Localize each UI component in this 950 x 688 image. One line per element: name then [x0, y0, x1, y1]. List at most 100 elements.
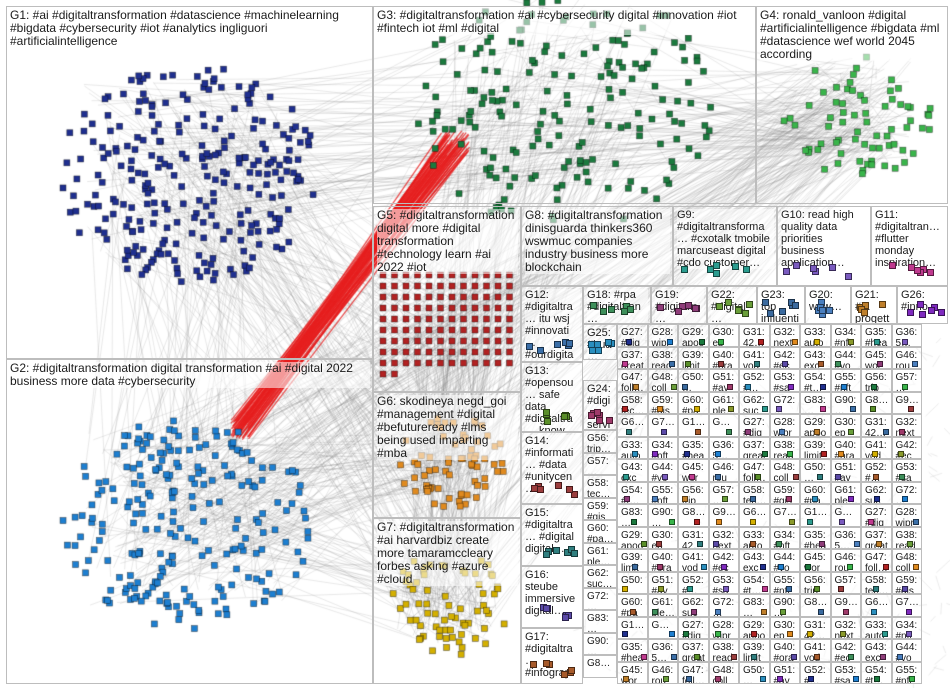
group-g22: G22: #digital… — [707, 286, 757, 324]
group-cell: G43: exc… — [617, 459, 648, 482]
graph-node — [776, 406, 782, 412]
group-g25: G25: #hua… — [583, 324, 617, 360]
graph-node — [762, 406, 768, 412]
graph-node — [880, 654, 886, 660]
graph-node — [761, 609, 767, 615]
graph-node — [627, 306, 634, 313]
graph-node — [663, 676, 669, 682]
group-cell: G37: great… — [678, 639, 709, 662]
group-cell: G57: … — [831, 572, 862, 595]
group-cell: G29: apoo… #incl… — [800, 414, 831, 437]
graph-node — [661, 429, 667, 435]
graph-node — [840, 631, 846, 637]
group-label: G1: #ai #digitaltransformation #datascie… — [10, 9, 370, 48]
group-cell: G54: #t… — [800, 369, 831, 392]
graph-node — [793, 474, 799, 480]
group-cell: G43: exc… — [800, 347, 831, 370]
group-cell: G36: 5… — [709, 437, 740, 460]
group-g12: G12: #digitaltra… itu wsj #innovati… #ou… — [521, 286, 583, 362]
group-cell: G29: apoo… #incl… — [739, 617, 770, 640]
group-g4: G4: ronald_vanloon #digital #artificiali… — [756, 6, 948, 204]
graph-node — [845, 273, 852, 280]
group-cell: G45: wor… — [800, 549, 831, 572]
graph-node — [868, 519, 874, 525]
group-label: G8… — [804, 597, 828, 608]
graph-node — [807, 631, 813, 637]
graph-node — [537, 347, 544, 354]
group-cell: G60: #pa… — [678, 392, 709, 415]
graph-node — [902, 496, 908, 502]
group-cell: G59: #gis — [770, 482, 801, 505]
graph-node — [838, 451, 844, 457]
graph-node — [631, 519, 637, 525]
graph-node — [694, 654, 700, 660]
graph-node — [899, 429, 905, 435]
graph-node — [835, 361, 841, 367]
graph-node — [778, 564, 784, 570]
graph-node — [906, 631, 912, 637]
group-cell: G52: #… — [861, 459, 892, 482]
graph-node — [684, 451, 690, 457]
group-cell: G50: … — [617, 572, 648, 595]
graph-node — [697, 541, 703, 547]
group-label: G40: #ora… — [713, 350, 737, 370]
group-cell: G1… — [678, 414, 709, 437]
graph-node — [694, 519, 700, 525]
group-cell: G58: tec… — [739, 482, 770, 505]
group-cell: G36: 5… — [831, 527, 862, 550]
graph-node — [776, 541, 782, 547]
group-cell: G58: tec… — [861, 572, 892, 595]
group-cell: G28: wipro #digi… — [709, 617, 740, 640]
group-cell: G32: next… — [709, 527, 740, 550]
group-cell: G37: great… — [861, 527, 892, 550]
graph-node — [675, 308, 682, 315]
group-cell: G43: exc… — [861, 639, 892, 662]
group-cell: G52: #… — [739, 369, 770, 392]
group-g23: G23: top influenti… — [757, 286, 805, 324]
group-cell: G50: … — [678, 369, 709, 392]
graph-node — [908, 406, 914, 412]
graph-node — [622, 586, 628, 592]
graph-node — [938, 309, 945, 316]
group-label: G55: #nft… — [896, 665, 920, 685]
group-cell: G61: ple… — [648, 594, 679, 617]
graph-node — [669, 631, 675, 637]
graph-node — [898, 451, 904, 457]
graph-node — [912, 361, 918, 367]
graph-node — [689, 474, 695, 480]
group-cell: G54: #t… — [861, 662, 892, 685]
graph-node — [594, 409, 601, 416]
graph-node — [919, 311, 926, 318]
group-cell: G42: #ec… — [831, 639, 862, 662]
graph-node — [788, 384, 794, 390]
group-g10: G10: read high quality data priorities b… — [777, 206, 871, 286]
graph-node — [715, 609, 721, 615]
group-cell: G38: read… — [648, 347, 679, 370]
group-cell: G58: tec… — [617, 392, 648, 415]
graph-node — [746, 301, 753, 308]
group-cell: G48: coll… — [770, 459, 801, 482]
graph-node — [786, 586, 792, 592]
group-cell: G57: … — [583, 453, 617, 476]
graph-node — [566, 486, 573, 493]
graph-node — [889, 262, 896, 269]
graph-node — [662, 474, 668, 480]
group-label: G1… — [621, 620, 645, 631]
graph-node — [907, 309, 914, 316]
graph-node — [713, 541, 719, 547]
group-cell: G51: #av… — [648, 572, 679, 595]
group-label: G52: #… — [682, 575, 706, 595]
graph-node — [787, 631, 793, 637]
graph-node — [726, 429, 732, 435]
graph-node — [652, 496, 658, 502]
graph-node — [777, 676, 783, 682]
graph-node — [805, 564, 811, 570]
graph-node — [873, 586, 879, 592]
group-g1: G1: #ai #digitaltransformation #datascie… — [6, 6, 373, 359]
group-cell: G52: #… — [800, 662, 831, 685]
graph-node — [826, 307, 833, 314]
group-cell: G35: #hea… — [678, 437, 709, 460]
group-label: G59: #gis — [587, 501, 614, 521]
graph-node — [791, 654, 797, 660]
